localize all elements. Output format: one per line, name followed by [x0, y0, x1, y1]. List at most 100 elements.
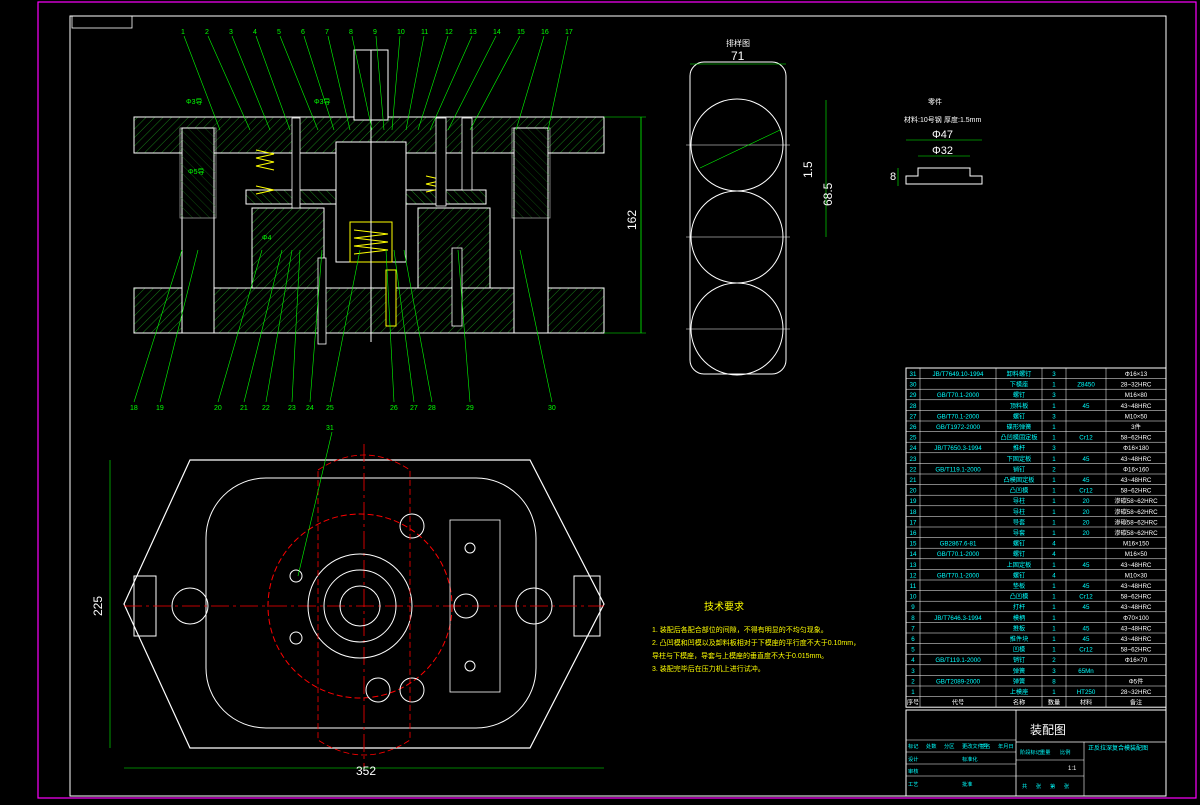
- callout-leader: [469, 35, 521, 131]
- tb-label: 设计: [908, 755, 918, 763]
- callout-label: 4: [253, 29, 257, 36]
- part-profile: [905, 167, 983, 185]
- bom-cell-name: 顶料板: [1010, 402, 1029, 410]
- tb-label: 标准化: [962, 755, 978, 763]
- bom-cell-mat: 45: [1083, 456, 1090, 463]
- bom-cell-mat: 20: [1083, 498, 1090, 505]
- bom-cell-name: 销钉: [1013, 656, 1025, 664]
- callout-label: 7: [325, 29, 329, 36]
- bom-cell-note: 渗碳58~62HRC: [1114, 508, 1158, 516]
- bom-cell-qty: 1: [1052, 456, 1056, 463]
- bom-cell-std: JB/T7646.3-1994: [934, 615, 982, 622]
- punch-outer: [307, 553, 413, 659]
- bom-cell-name: 上模座: [1010, 688, 1029, 696]
- part-label: 零件: [928, 97, 942, 106]
- bom-cell-no: 29: [910, 392, 917, 399]
- bom-cell-qty: 3: [1052, 445, 1056, 452]
- pin-hole-2: [289, 631, 303, 645]
- tb-label: 重量: [1040, 748, 1050, 756]
- drawing-scale: 1:1: [1068, 766, 1077, 772]
- callout-label: 29: [466, 405, 474, 412]
- strip-layout-view: 排样图 71 68.5 1.5: [686, 38, 835, 376]
- title-block-labels: 标记处数分区更改文件号签名年月日设计标准化审核工艺批准阶段标记重量比例共张第张: [908, 742, 1070, 790]
- bom-cell-note: M16×150: [1123, 541, 1150, 548]
- bom-cell-mat: 45: [1083, 625, 1090, 632]
- bom-cell-no: 20: [910, 488, 917, 495]
- screw-mid-right: [461, 117, 473, 191]
- bom-cell-note: 58~62HRC: [1121, 647, 1152, 654]
- bom-cell-no: 31: [910, 371, 917, 378]
- bom-cell-note: 43~48HRC: [1121, 477, 1152, 484]
- bom-cell-qty: 1: [1052, 583, 1056, 590]
- drawing-title: 装配图: [1030, 723, 1066, 737]
- strip-outline: [689, 61, 787, 375]
- bom-cell-qty: 3: [1052, 371, 1056, 378]
- bom-cell-qty: 1: [1052, 498, 1056, 505]
- callout-label: 25: [326, 405, 334, 412]
- bom-cell-name: 凸凹模: [1010, 593, 1029, 601]
- callout-leader: [519, 249, 553, 403]
- bom-cell-no: 8: [911, 615, 915, 622]
- bom-cell-note: M10×30: [1125, 572, 1148, 579]
- callout-label: 6: [301, 29, 305, 36]
- bom-cell-name: 导套: [1013, 518, 1025, 526]
- callout-label: 20: [214, 405, 222, 412]
- bom-cell-note: Φ70×100: [1123, 615, 1149, 622]
- bom-cell-std: GB/T70.1-2000: [937, 551, 980, 558]
- bom-cell-name: 凸凹模固定板: [1000, 434, 1037, 442]
- bom-cell-qty: 1: [1052, 594, 1056, 601]
- bom-cell-qty: 1: [1052, 647, 1056, 654]
- pin-hole-3: [464, 542, 476, 554]
- callout-leader: [403, 249, 433, 403]
- bom-cell-name: 垫板: [1013, 582, 1025, 590]
- guide-hole-left: [171, 587, 209, 625]
- dim-68-5: 68.5: [821, 182, 835, 206]
- bom-cell-name: 凸凹模: [1010, 487, 1029, 495]
- bom-cell-no: 24: [910, 445, 917, 452]
- callout-label: 21: [240, 405, 248, 412]
- ejector-rod-1: [317, 257, 327, 345]
- die-outline-red: [267, 513, 453, 699]
- dim-d1: Φ3导: [186, 98, 202, 106]
- dim-162: 162: [625, 210, 639, 230]
- bom-cell-no: 9: [911, 604, 915, 611]
- screw-hole-4: [365, 677, 391, 703]
- bom-cell-no: 30: [910, 382, 917, 389]
- bom-cell-note: 渗碳58~62HRC: [1114, 518, 1158, 526]
- callout-label: 15: [517, 29, 525, 36]
- callout-leader: [243, 249, 283, 403]
- tb-label: 张: [1036, 782, 1042, 790]
- bom-cell-note: M10×50: [1125, 413, 1148, 420]
- bom-cell-qty: 3: [1052, 392, 1056, 399]
- bom-cell-note: Φ16×13: [1125, 371, 1148, 378]
- bom-cell-qty: 1: [1052, 625, 1056, 632]
- callout-leader: [265, 249, 293, 403]
- tb-label: 比例: [1060, 748, 1070, 756]
- bom-cell-mat: 45: [1083, 583, 1090, 590]
- tb-label: 分区: [944, 742, 954, 750]
- tb-label: 第: [1050, 782, 1055, 790]
- callout-leader: [279, 35, 319, 131]
- callout-label: 17: [565, 29, 573, 36]
- part-outer-dia: Φ47: [932, 129, 953, 141]
- callout-leader: [291, 249, 301, 403]
- drawing-title-note: 正反拉深复合模装配图: [1088, 744, 1148, 752]
- bom-cell-name: 螺钉: [1013, 412, 1025, 420]
- bom-cell-no: 18: [910, 509, 917, 516]
- bom-cell-name: 销钉: [1013, 465, 1025, 473]
- bom-cell-name: 下固定板: [1007, 455, 1032, 463]
- callout-leader: [447, 35, 497, 131]
- bom-cell-note: 58~62HRC: [1121, 594, 1152, 601]
- bom-cell-note: 43~48HRC: [1121, 456, 1152, 463]
- bom-cell-std: GB/T70.1-2000: [937, 392, 980, 399]
- callout-label: 16: [541, 29, 549, 36]
- callout-31-leader: [297, 431, 333, 577]
- bom-cell-no: 13: [910, 562, 917, 569]
- callout-leader: [429, 35, 473, 131]
- bom-cell-note: 58~62HRC: [1121, 488, 1152, 495]
- bom-cell-mat: 45: [1083, 604, 1090, 611]
- hidden-slot: [449, 519, 501, 693]
- bom-cell-mat: Cr12: [1079, 488, 1093, 495]
- bom-cell-name: 导柱: [1013, 508, 1025, 516]
